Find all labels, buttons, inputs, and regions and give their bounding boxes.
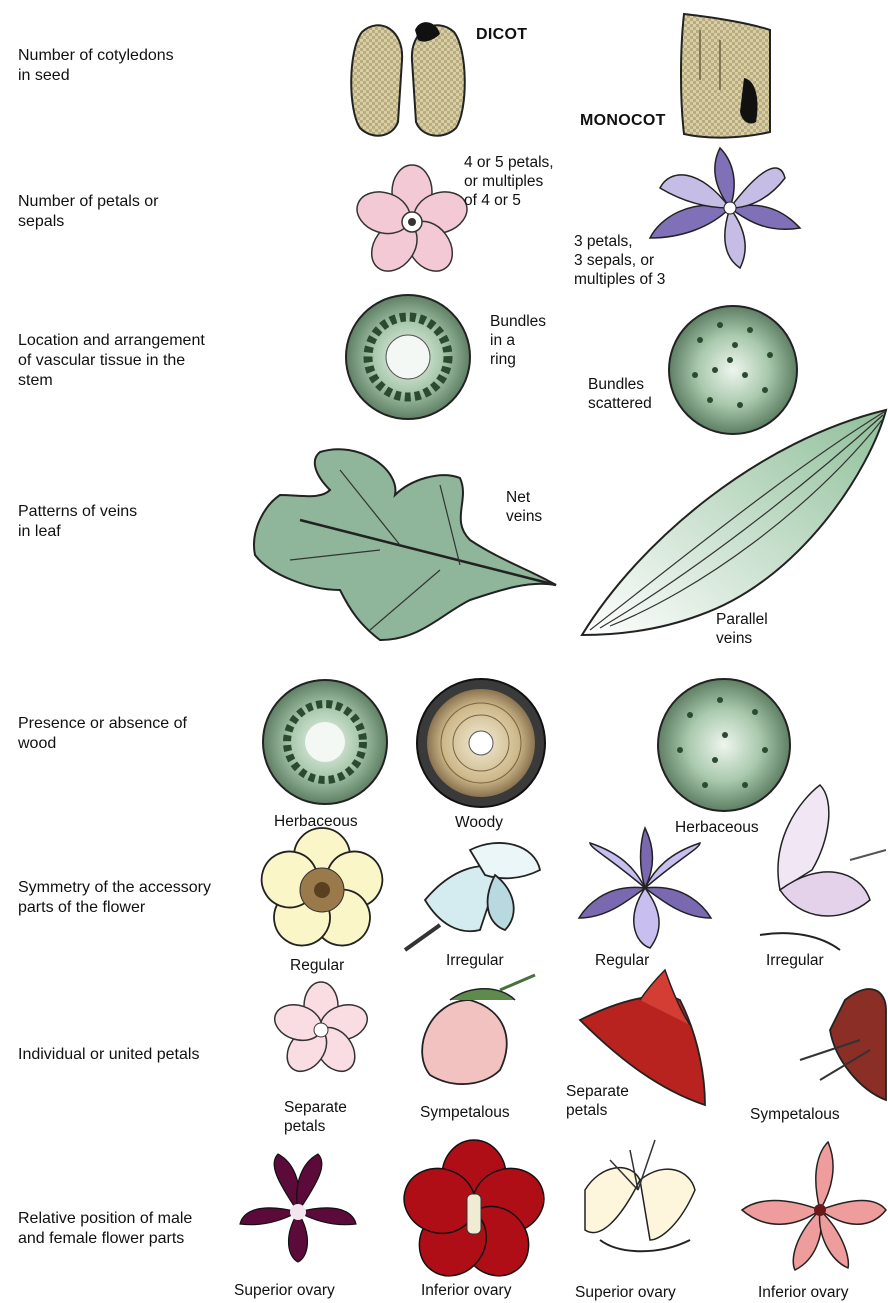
caption-separate-monocot: Separate petals xyxy=(566,1082,629,1120)
monocot-stem-cross-section xyxy=(669,306,797,434)
superior-ovary-dicot-flower xyxy=(240,1154,356,1262)
regular-monocot-flower xyxy=(579,828,711,948)
row-label-cotyledons: Number of cotyledons in seed xyxy=(18,46,174,86)
monocot-seed-illustration xyxy=(681,14,770,138)
dicot-seed-illustration xyxy=(351,22,465,136)
sympetalous-bell-flower xyxy=(422,975,535,1084)
caption-monocot-petals: 3 petals, 3 sepals, or multiples of 3 xyxy=(574,232,665,289)
caption-regular-monocot: Regular xyxy=(595,951,649,970)
row-label-ovary-position: Relative position of male and female flo… xyxy=(18,1209,192,1249)
caption-sympetalous-dicot: Sympetalous xyxy=(420,1103,510,1122)
caption-superior-ovary-monocot: Superior ovary xyxy=(575,1283,676,1302)
caption-separate-dicot: Separate petals xyxy=(284,1098,347,1136)
row-label-veins: Patterns of veins in leaf xyxy=(18,502,137,542)
caption-sympetalous-monocot: Sympetalous xyxy=(750,1105,840,1124)
caption-net-veins: Net veins xyxy=(506,488,542,526)
woody-stem xyxy=(417,679,545,807)
monocot-flower-3-petals xyxy=(650,148,800,268)
herbaceous-dicot-stem xyxy=(263,680,387,804)
caption-inferior-ovary-dicot: Inferior ovary xyxy=(421,1281,511,1300)
caption-regular-dicot: Regular xyxy=(290,956,344,975)
row-label-vascular: Location and arrangement of vascular tis… xyxy=(18,331,205,391)
caption-woody: Woody xyxy=(455,813,503,832)
caption-bundles-scattered: Bundles scattered xyxy=(588,375,652,413)
caption-inferior-ovary-monocot: Inferior ovary xyxy=(758,1283,848,1302)
row-label-wood: Presence or absence of wood xyxy=(18,714,187,754)
herbaceous-monocot-stem xyxy=(658,679,790,811)
caption-herbaceous-dicot: Herbaceous xyxy=(274,812,358,831)
row-label-symmetry: Symmetry of the accessory parts of the f… xyxy=(18,878,211,918)
dicot-stem-cross-section xyxy=(346,295,470,419)
sympetalous-monocot-flower xyxy=(800,989,886,1100)
dicot-header: DICOT xyxy=(476,26,527,44)
irregular-dicot-flower xyxy=(405,843,540,950)
separate-petals-flower xyxy=(270,982,372,1079)
superior-ovary-monocot-flower xyxy=(585,1140,695,1251)
dicot-flower-5-petals xyxy=(352,165,473,280)
row-label-petals: Number of petals or sepals xyxy=(18,192,159,232)
caption-superior-ovary-dicot: Superior ovary xyxy=(234,1281,335,1300)
caption-bundles-ring: Bundles in a ring xyxy=(490,312,546,369)
caption-irregular-monocot: Irregular xyxy=(766,951,824,970)
regular-dicot-flower xyxy=(254,828,389,957)
caption-irregular-dicot: Irregular xyxy=(446,951,504,970)
irregular-monocot-flower xyxy=(760,785,886,950)
monocot-header: MONOCOT xyxy=(580,112,666,130)
row-label-united-petals: Individual or united petals xyxy=(18,1045,199,1065)
caption-dicot-petals: 4 or 5 petals, or multiples of 4 or 5 xyxy=(464,153,554,210)
net-veined-leaf xyxy=(254,449,556,640)
caption-herbaceous-monocot: Herbaceous xyxy=(675,818,759,837)
inferior-ovary-monocot-flower xyxy=(742,1142,886,1270)
parallel-veined-leaf xyxy=(582,410,886,635)
caption-parallel-veins: Parallel veins xyxy=(716,610,768,648)
inferior-ovary-dicot-flower xyxy=(396,1140,553,1289)
